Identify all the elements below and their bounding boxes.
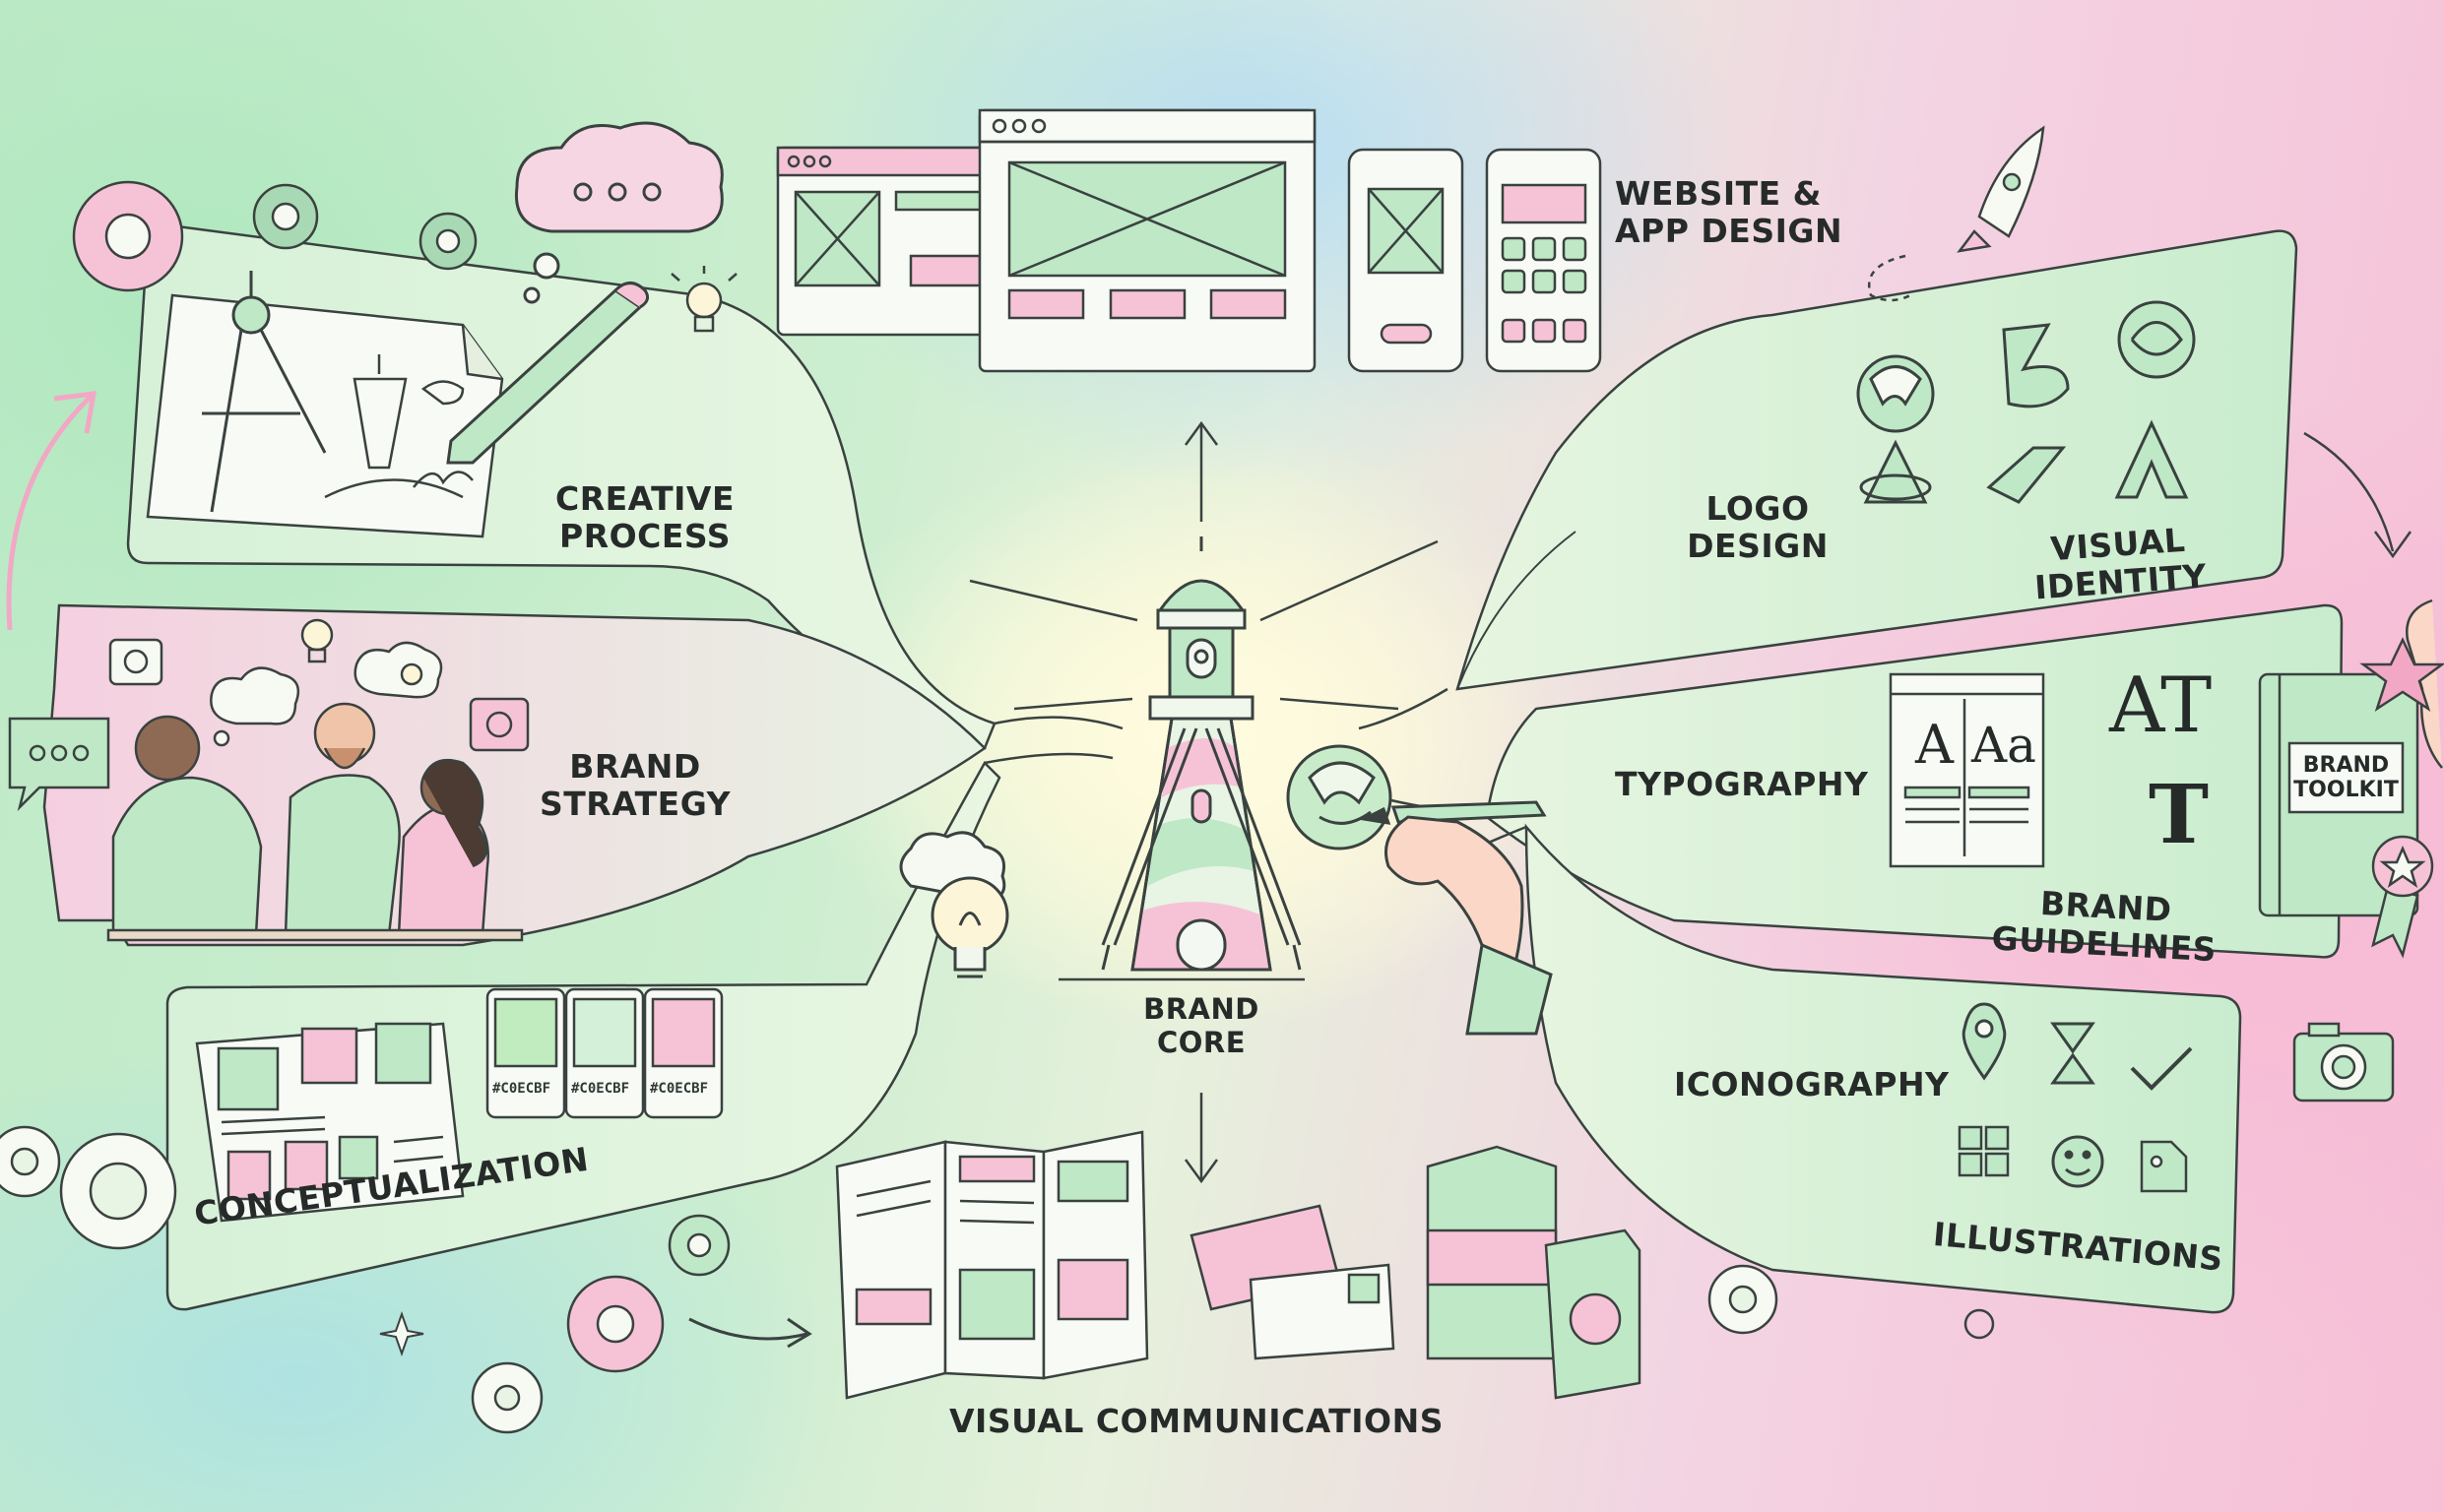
- gear-icon: [252, 183, 319, 250]
- image-file-icon: [2140, 1140, 2188, 1193]
- label-brand-core: BRAND CORE: [1143, 992, 1259, 1059]
- gear-icon: [471, 1361, 544, 1434]
- award-ribbon-icon: [2371, 835, 2434, 959]
- swatch-hex-2: #C0ECBF: [571, 1081, 630, 1097]
- arrow-down: [1184, 1093, 1219, 1184]
- idea-cloud-icon: [354, 641, 443, 699]
- type-glyph-at: AT: [2109, 662, 2213, 750]
- gear-icon: [1707, 1264, 1778, 1335]
- sparkle-icon: [379, 1310, 424, 1357]
- moodboard-wireframe: [195, 1022, 465, 1223]
- browser-wireframe-large: [978, 108, 1317, 373]
- arrow-up: [1184, 420, 1219, 522]
- center-rays: [969, 539, 1439, 981]
- rocket-icon: [1868, 125, 2045, 302]
- curved-arrow-icon: [688, 1317, 812, 1349]
- label-typography: TYPOGRAPHY: [1615, 765, 1869, 803]
- type-specimen-browser: [1889, 672, 2045, 868]
- idea-cloud-icon: [210, 666, 300, 747]
- envelope-card-icon: [1190, 1204, 1395, 1360]
- camera-icon: [2292, 1022, 2395, 1102]
- label-logo-design: LOGO DESIGN: [1687, 489, 1829, 565]
- color-swatch-cards: [485, 987, 724, 1119]
- pencil-icon: [446, 282, 650, 465]
- packaging-box-illustration: [1426, 1145, 1641, 1400]
- lightbulb-cloud-icon: [899, 831, 1009, 978]
- location-pin-icon: [1962, 1002, 2007, 1081]
- gear-icon: [418, 212, 478, 271]
- small-lightbulb-icon: [300, 618, 334, 663]
- gear-icon: [0, 1125, 61, 1198]
- ring-icon: [1963, 1308, 1995, 1340]
- team-people-illustration: [106, 702, 524, 942]
- smiley-icon: [2051, 1135, 2104, 1188]
- label-website-app-design: WEBSITE & APP DESIGN: [1615, 174, 1843, 250]
- speech-bubble-icon: [8, 717, 110, 812]
- label-brand-strategy: BRAND STRATEGY: [540, 747, 731, 823]
- compass-tool-icon: [202, 271, 327, 513]
- label-visual-communications: VISUAL COMMUNICATIONS: [949, 1402, 1444, 1440]
- lighthouse-compass-illustration: [1101, 536, 1302, 972]
- thought-cloud-icon: [514, 121, 724, 304]
- type-glyph-a: A: [1915, 714, 1954, 776]
- gear-icon: [59, 1132, 177, 1250]
- hourglass-icon: [2050, 1022, 2095, 1085]
- type-glyph-aa: Aa: [1971, 717, 2036, 774]
- label-iconography: ICONOGRAPHY: [1674, 1065, 1950, 1103]
- small-lightbulb-icon: [671, 266, 738, 333]
- gear-icon: [72, 180, 184, 292]
- gear-icon: [668, 1214, 731, 1277]
- browser-wireframe-small: [776, 146, 1001, 337]
- label-creative-process: CREATIVE PROCESS: [554, 479, 736, 555]
- brand-toolkit-label: BRAND TOOLKIT: [2293, 753, 2399, 802]
- mobile-wireframe: [1347, 148, 1464, 373]
- panel-iconography-illustrations: [1524, 823, 2242, 1314]
- swatch-hex-3: #C0ECBF: [650, 1081, 709, 1097]
- curved-arrow-icon: [2303, 431, 2412, 559]
- mobile-app-grid-wireframe: [1485, 148, 1602, 373]
- curved-arrow-icon: [6, 391, 97, 631]
- gear-icon: [566, 1275, 665, 1373]
- drawing-hand: [1359, 800, 1553, 1036]
- panel-logo-visual-identity: [1455, 229, 2298, 691]
- checkmark-icon: [2130, 1046, 2193, 1091]
- brochure-illustration: [835, 1130, 1149, 1400]
- gear-bubble-icon: [469, 697, 530, 752]
- layout-grid-icon: [1958, 1125, 2010, 1177]
- type-glyph-t: T: [2149, 768, 2210, 862]
- logo-samples: [1856, 300, 2196, 504]
- sketch-paper-illustration: [146, 293, 504, 538]
- hand-star-icon: [2359, 598, 2444, 769]
- swatch-hex-1: #C0ECBF: [492, 1081, 551, 1097]
- center-logo-mark: [1286, 744, 1392, 850]
- chat-gear-icon: [108, 638, 163, 686]
